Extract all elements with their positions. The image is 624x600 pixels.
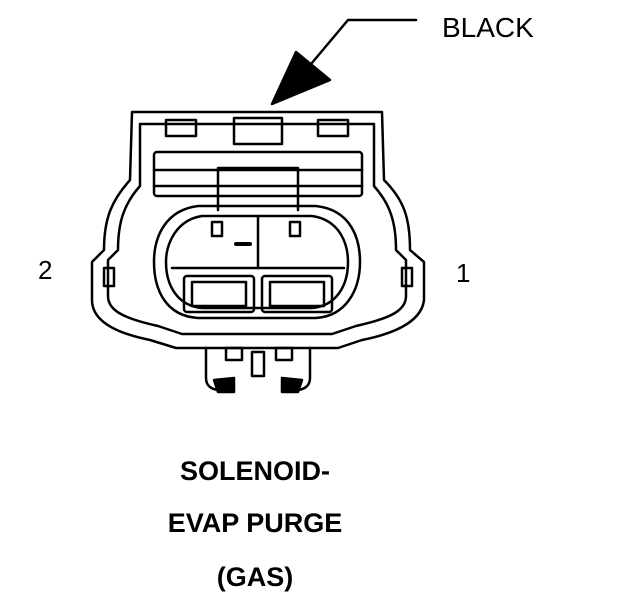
connector-housing-inner (106, 122, 408, 336)
side-tab-right (400, 266, 414, 288)
pin-label-2: 2 (38, 255, 53, 285)
terminal-cavity-outer (152, 204, 362, 320)
terminal-cavity-inner (164, 214, 350, 310)
terminal-pin-1 (260, 274, 334, 314)
pin-label-1: 1 (456, 258, 471, 288)
caption-line-3: (GAS) (216, 562, 294, 592)
terminal-pin-2 (182, 274, 256, 314)
terminal-tails (204, 346, 312, 394)
latch-slot-left (164, 118, 198, 138)
latch-slot-right (316, 118, 350, 138)
caption-line-2: EVAP PURGE (167, 508, 343, 538)
wire-color-label: BLACK (442, 12, 534, 43)
leader-arrow (270, 18, 418, 106)
latch-slot-center (232, 116, 284, 146)
cavity-divider (170, 214, 346, 270)
connector-housing-outline (90, 110, 426, 350)
lock-plate (152, 150, 364, 212)
caption-line-1: SOLENOID- (179, 456, 330, 486)
side-tab-left (102, 266, 116, 288)
